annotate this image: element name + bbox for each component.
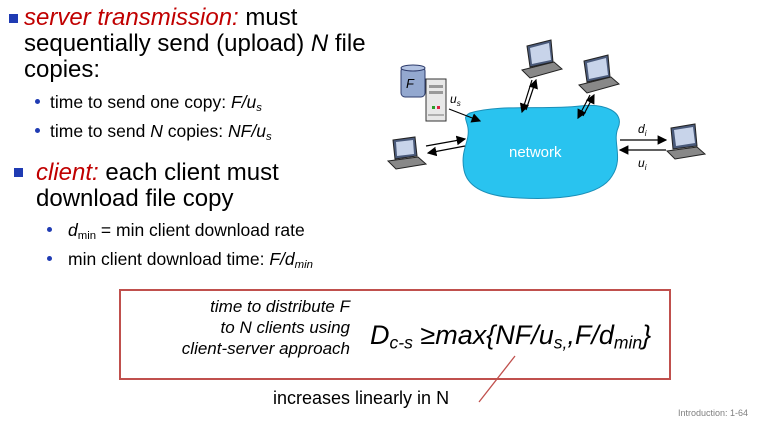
approach-description: time to distribute F to N clients using … — [128, 296, 350, 359]
sub-bullet — [35, 99, 40, 104]
formula-box — [119, 289, 671, 380]
network-label: network — [509, 144, 562, 161]
server-label: server transmission: — [24, 4, 239, 31]
server-sub-1: time to send one copy: F/us — [50, 92, 262, 114]
slide-footer: Introduction: 1-64 — [678, 408, 749, 418]
sub-bullet — [47, 227, 52, 232]
distribution-time-formula: Dc-s ≥max{NF/us,,F/dmin} — [370, 320, 652, 353]
client-sub-1: dmin = min client download rate — [68, 220, 305, 242]
laptop-icon — [578, 54, 621, 94]
client-line-1: client: each client must — [36, 159, 279, 186]
us-label: us — [450, 92, 461, 108]
desc-line-3: client-server approach — [181, 339, 350, 358]
file-icon — [400, 64, 426, 98]
server-line-2: sequentially send (upload) N file — [24, 30, 366, 57]
client-link — [525, 78, 538, 111]
server-line-1: server transmission: must — [24, 4, 298, 31]
di-label: di — [638, 122, 647, 138]
laptop-icon — [386, 136, 428, 170]
file-label: F — [406, 76, 415, 91]
sub-bullet — [35, 128, 40, 133]
desc-line-1: time to distribute F — [210, 297, 350, 316]
client-line-2: download file copy — [36, 185, 234, 212]
client-link — [426, 145, 466, 157]
server-line-3: copies: — [24, 56, 101, 83]
bullet-square — [9, 14, 18, 23]
ui-label: ui — [638, 156, 647, 172]
bullet-square — [14, 168, 23, 177]
network-cloud — [462, 104, 620, 199]
client-link — [582, 93, 595, 117]
desc-line-2: to N clients using — [220, 318, 350, 337]
server-link — [448, 108, 482, 123]
client-sub-2: min client download time: F/dmin — [68, 249, 313, 271]
laptop-icon — [521, 39, 564, 79]
sub-bullet — [47, 256, 52, 261]
client-link — [425, 135, 467, 147]
linear-annotation: increases linearly in N — [273, 388, 450, 408]
desktop-icon — [665, 123, 707, 160]
server-icon — [425, 78, 447, 122]
client-label: client: — [36, 159, 99, 186]
server-sub-2: time to send N copies: NF/us — [50, 121, 272, 143]
